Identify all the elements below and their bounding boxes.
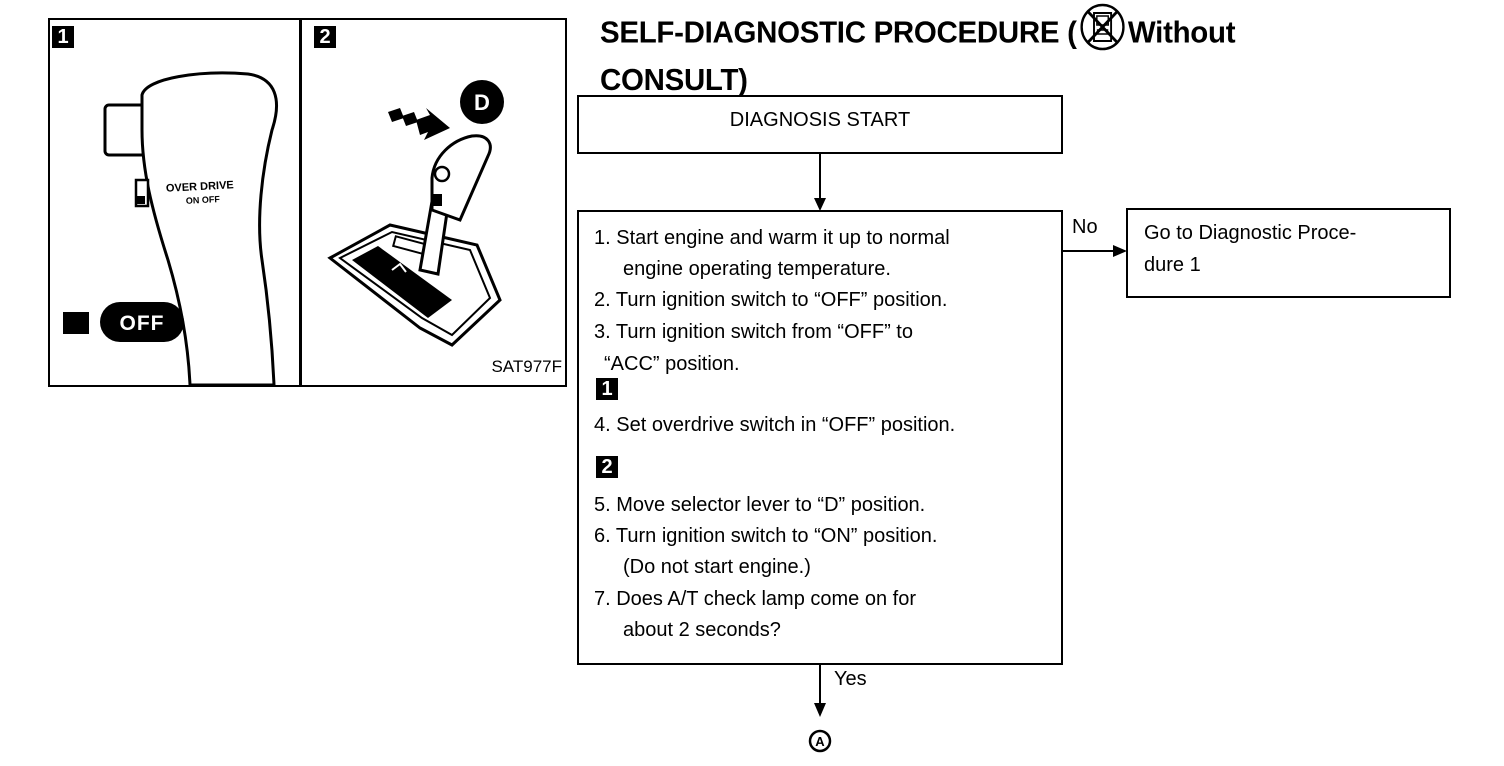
connector-a: A: [808, 729, 832, 753]
step-2: 2. Turn ignition switch to “OFF” positio…: [594, 289, 948, 311]
step-figure-ref-1: 1: [596, 378, 618, 400]
arrow-no-branch: [1063, 245, 1127, 257]
panel1-badge: 1: [52, 26, 74, 48]
step-1-line2: engine operating temperature.: [623, 258, 891, 280]
no-target-line2: dure 1: [1144, 254, 1201, 276]
diagnosis-start-box: DIAGNOSIS START: [577, 95, 1063, 154]
step-7-line2: about 2 seconds?: [623, 619, 781, 641]
overdrive-onoff-label: ON OFF: [186, 194, 221, 206]
panel2-badge: 2: [314, 26, 336, 48]
step-5: 5. Move selector lever to “D” position.: [594, 494, 926, 516]
arrow-yes-branch: [814, 665, 826, 717]
figure-code: SAT977F: [491, 357, 562, 376]
step-4: 4. Set overdrive switch in “OFF” positio…: [594, 414, 956, 436]
no-label: No: [1072, 216, 1098, 238]
figure-divider: [299, 18, 302, 387]
no-consult-icon: [1079, 2, 1127, 61]
step-7-line1: 7. Does A/T check lamp come on for: [594, 588, 917, 610]
no-target-box: Go to Diagnostic Proce- dure 1: [1126, 208, 1451, 298]
off-label: OFF: [120, 312, 165, 335]
yes-label: Yes: [834, 668, 867, 690]
selector-lever-illustration: D SAT977F: [327, 80, 562, 376]
step-1-line1: 1. Start engine and warm it up to normal: [594, 227, 950, 249]
arrow-start-to-steps: [814, 154, 826, 211]
step-6-line2: (Do not start engine.): [623, 556, 811, 578]
title-line1-suffix: Without: [1127, 14, 1236, 50]
step-figure-ref-2: 2: [596, 456, 618, 478]
step-3-line2: “ACC” position.: [604, 353, 740, 375]
diagnosis-start-label: DIAGNOSIS START: [729, 109, 911, 131]
no-target-line1: Go to Diagnostic Proce-: [1144, 222, 1357, 244]
title-line1-prefix: SELF-DIAGNOSTIC PROCEDURE (: [600, 14, 1077, 50]
steps-box: [577, 210, 1063, 665]
step-6-line1: 6. Turn ignition switch to “ON” position…: [594, 525, 938, 547]
connector-a-label: A: [815, 734, 825, 749]
step-3-line1: 3. Turn ignition switch from “OFF” to: [594, 321, 913, 343]
d-position-label: D: [474, 90, 490, 115]
shift-knob-illustration: OFF OVER DRIVE ON OFF: [63, 71, 279, 385]
page-title: SELF-DIAGNOSTIC PROCEDURE ( Without CONS…: [600, 3, 1236, 99]
title-line2: CONSULT): [600, 62, 748, 97]
overdrive-label: OVER DRIVE: [166, 179, 234, 195]
